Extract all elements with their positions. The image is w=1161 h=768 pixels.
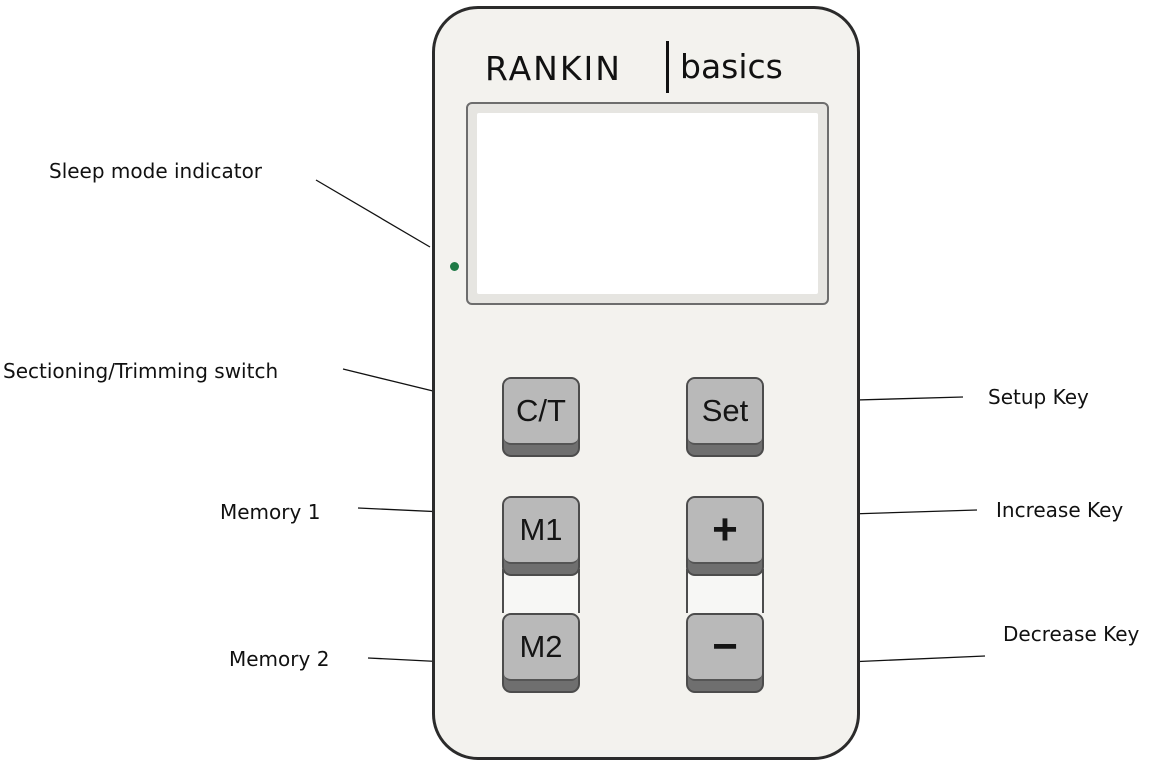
m2-key[interactable]: M2 (502, 613, 580, 693)
callout-increase: Increase Key (996, 498, 1124, 522)
brand-divider (666, 41, 669, 93)
callout-sleep-mode: Sleep mode indicator (49, 159, 263, 183)
memory-keys-link (502, 569, 580, 613)
brand-name: RANKIN (485, 49, 622, 88)
leader-sleep-mode (315, 179, 431, 248)
brand-logo: RANKIN basics (485, 37, 815, 95)
decrease-key[interactable]: − (686, 613, 764, 693)
callout-memory1: Memory 1 (220, 500, 321, 524)
plus-icon: + (688, 498, 762, 564)
callout-decrease: Decrease Key (1003, 622, 1140, 646)
adjust-keys-link (686, 569, 764, 613)
callout-setup: Setup Key (988, 385, 1089, 409)
brand-sub: basics (680, 47, 783, 86)
remote-control-body: RANKIN basics C/T Set M1 M2 + − (432, 6, 860, 760)
m2-key-label: M2 (504, 615, 578, 681)
minus-icon: − (688, 615, 762, 681)
increase-key[interactable]: + (686, 496, 764, 576)
set-key[interactable]: Set (686, 377, 764, 457)
m1-key-label: M1 (504, 498, 578, 564)
set-key-label: Set (688, 379, 762, 445)
display-screen (466, 102, 829, 305)
m1-key[interactable]: M1 (502, 496, 580, 576)
sleep-mode-indicator-led (450, 262, 459, 271)
callout-sectioning: Sectioning/Trimming switch (3, 359, 279, 383)
ct-key[interactable]: C/T (502, 377, 580, 457)
callout-memory2: Memory 2 (229, 647, 330, 671)
ct-key-label: C/T (504, 379, 578, 445)
display-screen-inner (477, 113, 818, 294)
